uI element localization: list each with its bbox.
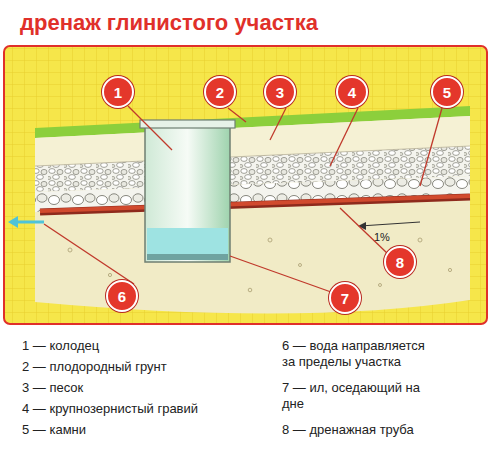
diagram-title: дренаж глинистого участка bbox=[20, 10, 318, 36]
legend-item: 8 — дренажная труба bbox=[282, 422, 414, 438]
callout-number: 6 bbox=[118, 288, 126, 305]
callout-circle: 3 bbox=[264, 76, 296, 108]
callout-circle: 8 bbox=[384, 246, 416, 278]
legend-item: 6 — вода направляется за пределы участка bbox=[282, 338, 434, 370]
callout-number: 8 bbox=[396, 254, 404, 271]
legend-item: 4 — крупнозернистый гравий bbox=[22, 401, 198, 417]
legend-item: 2 — плодородный грунт bbox=[22, 359, 167, 375]
callout-number: 2 bbox=[216, 84, 224, 101]
slope-label: 1% bbox=[374, 229, 390, 245]
callout-number: 1 bbox=[114, 84, 122, 101]
callout-circle: 1 bbox=[102, 76, 134, 108]
legend-item: 5 — камни bbox=[22, 422, 86, 438]
callout-number: 5 bbox=[443, 84, 451, 101]
legend-item: 1 — колодец bbox=[22, 338, 99, 354]
callout-circle: 6 bbox=[106, 280, 138, 312]
callout-number: 3 bbox=[276, 84, 284, 101]
callout-number: 7 bbox=[341, 290, 349, 307]
legend-item: 7 — ил, оседающий на дне bbox=[282, 380, 434, 412]
callout-number: 4 bbox=[348, 84, 356, 101]
callout-circle: 5 bbox=[431, 76, 463, 108]
callout-circle: 2 bbox=[204, 76, 236, 108]
legend-item: 3 — песок bbox=[22, 380, 83, 396]
callout-circle: 4 bbox=[336, 76, 368, 108]
callout-circle: 7 bbox=[329, 282, 361, 314]
